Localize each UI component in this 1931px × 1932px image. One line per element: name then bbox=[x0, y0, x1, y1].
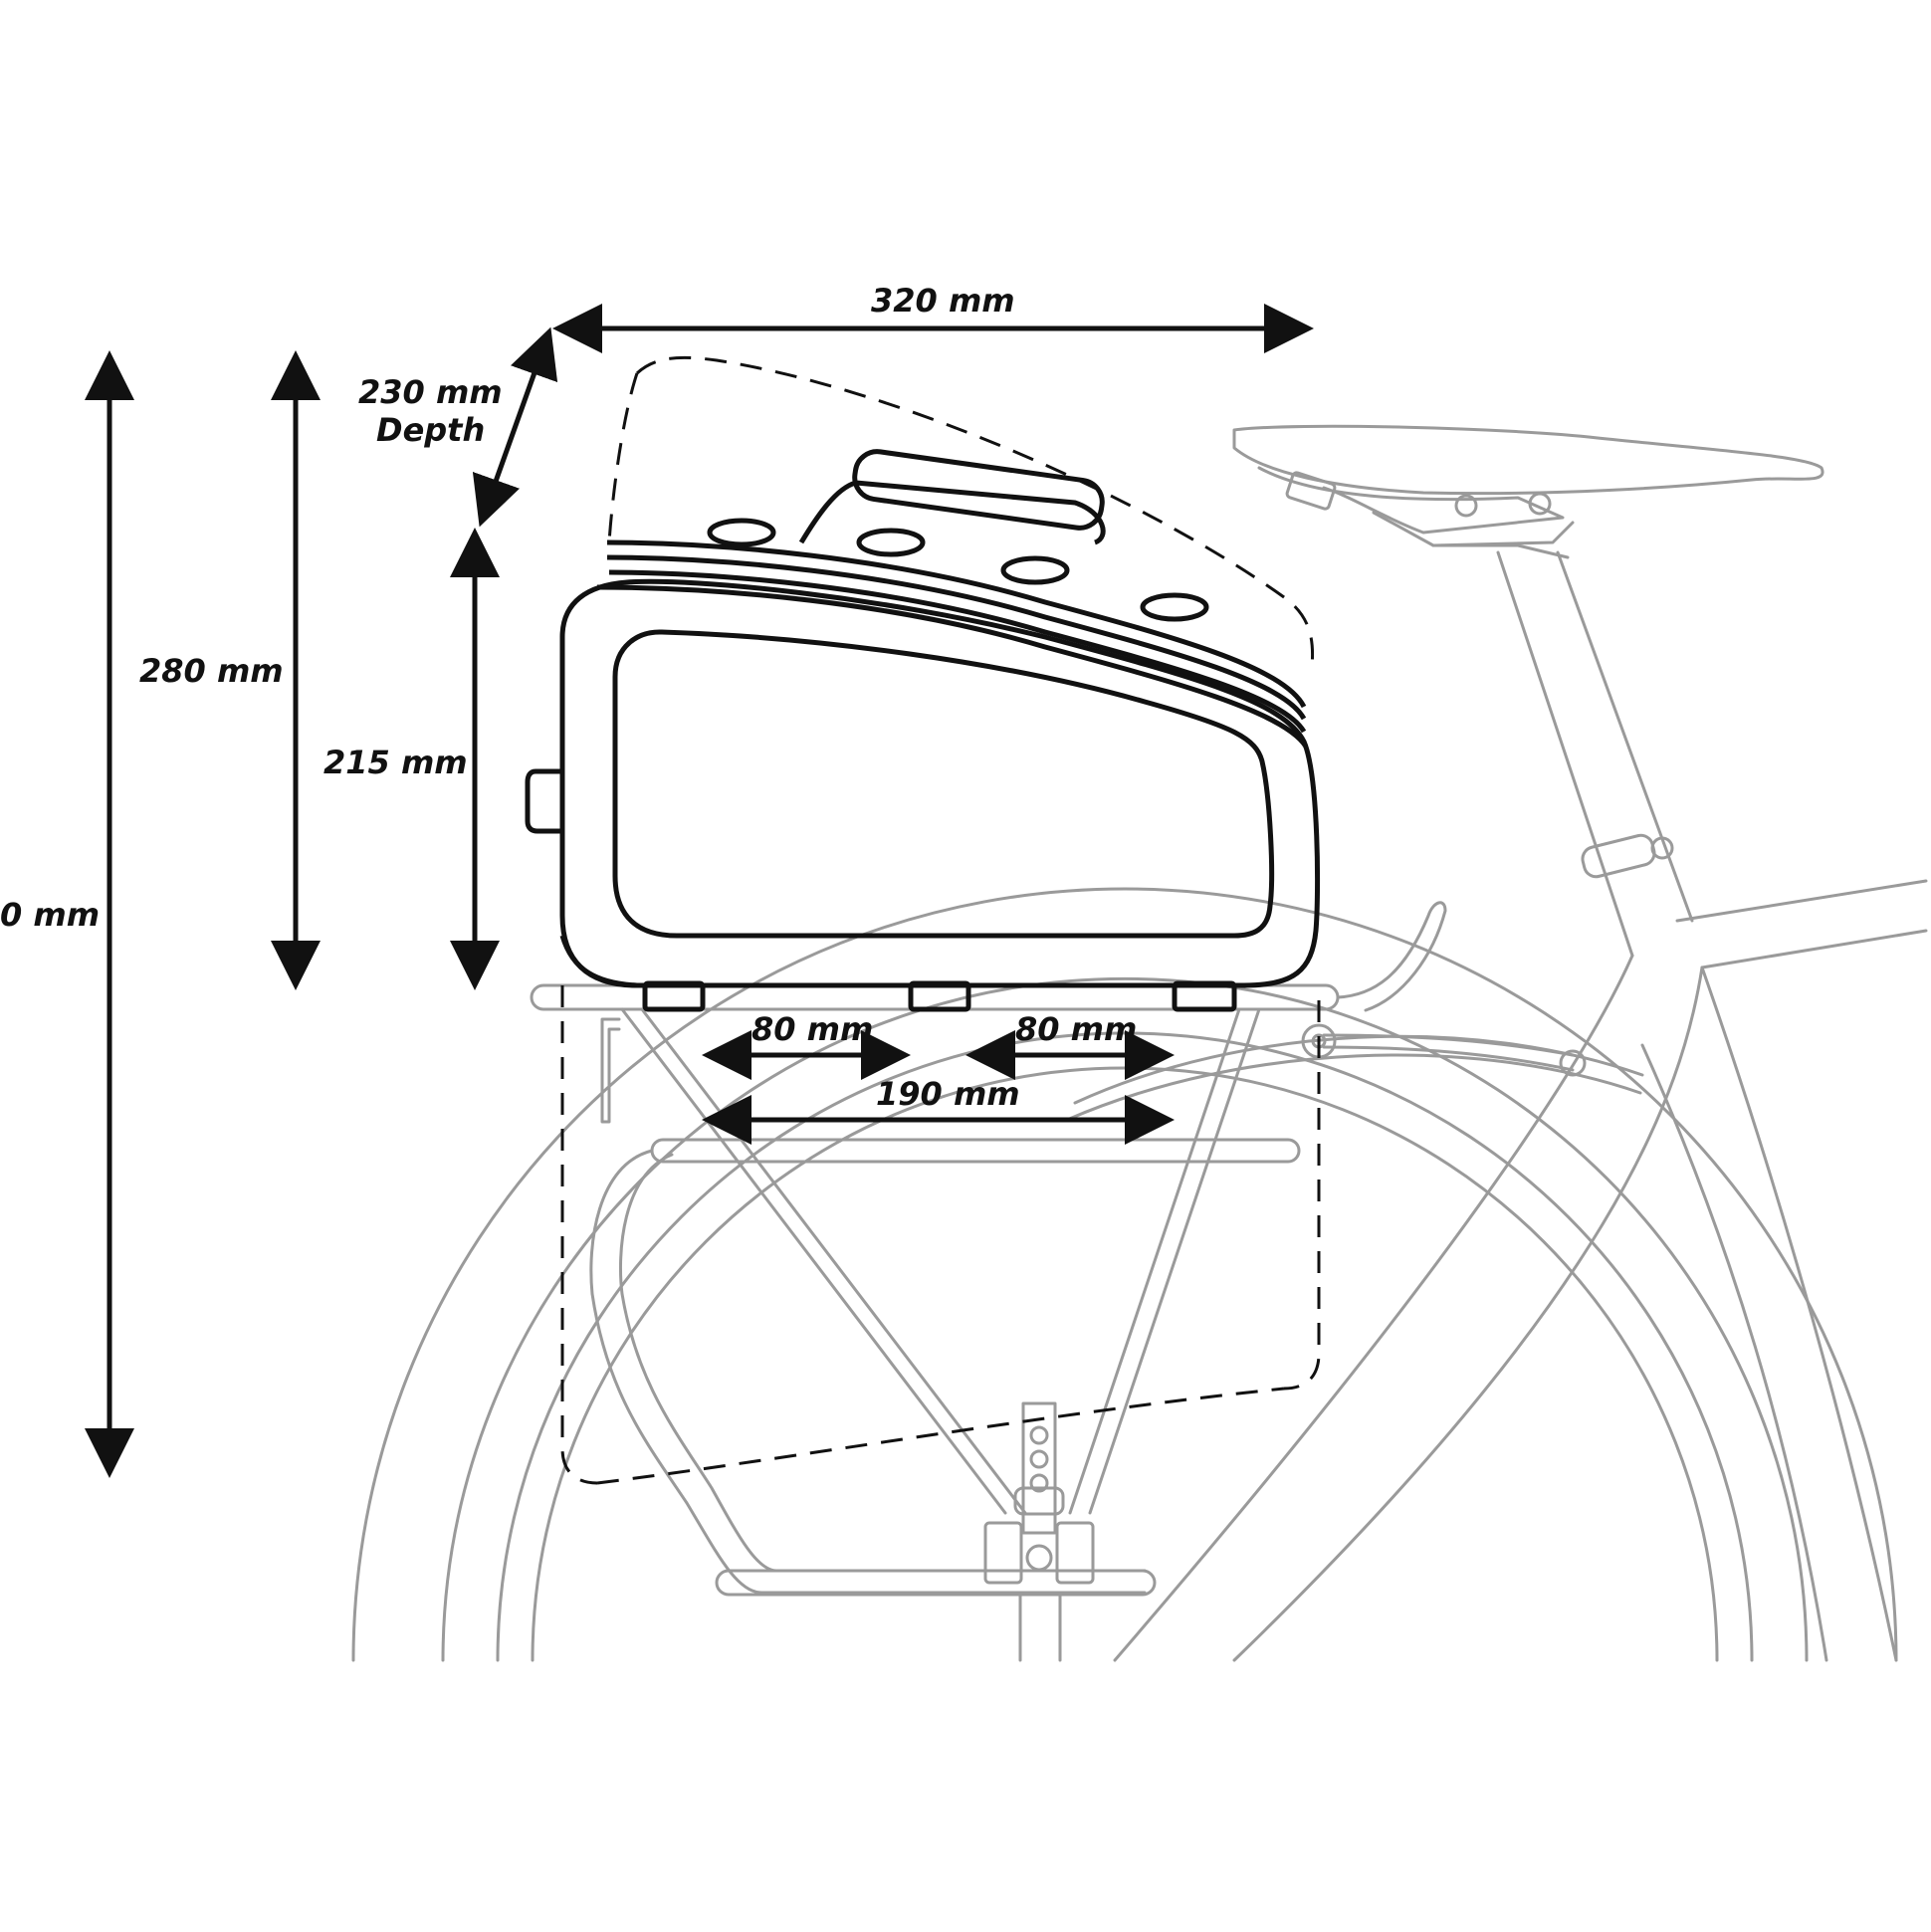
bag-side-panel bbox=[612, 629, 1275, 939]
bag-handle-grip bbox=[852, 449, 1105, 531]
top-tube-lower bbox=[1700, 929, 1928, 969]
rack-strut-left-2 bbox=[640, 1007, 1027, 1515]
rear-fender-edge bbox=[1065, 1053, 1642, 1122]
chain-stay bbox=[1700, 966, 1898, 1662]
seat-stay-lower bbox=[1232, 966, 1704, 1662]
bag-body bbox=[559, 578, 1321, 988]
rack-strut-right-2 bbox=[1088, 1007, 1261, 1515]
rack-legs bbox=[1018, 1591, 1062, 1662]
rack-mount-bolt-stay bbox=[1559, 1049, 1587, 1077]
bag-lid-4 bbox=[596, 584, 1309, 749]
rack-front-hook bbox=[1336, 901, 1447, 1012]
expanded-top-dashed bbox=[635, 355, 1315, 668]
saddle-rail bbox=[1372, 511, 1575, 547]
expanded-outline bbox=[560, 355, 1321, 1485]
bag-lid-2 bbox=[606, 554, 1307, 721]
rear-tire-outer bbox=[351, 887, 1898, 1662]
rack-clamp-bolt bbox=[1025, 1544, 1053, 1572]
rack-mount-plate bbox=[1021, 1401, 1057, 1535]
rack-mount-hole-2 bbox=[1029, 1449, 1049, 1469]
bicycle-illustration bbox=[351, 424, 1928, 1662]
bag-bottom-line bbox=[559, 935, 638, 988]
seat-stay-upper bbox=[1113, 954, 1634, 1662]
rack-front-strut-2 bbox=[1322, 1045, 1575, 1072]
saddle-bolt-2 bbox=[1528, 492, 1552, 516]
saddle-base bbox=[1257, 466, 1565, 535]
rear-tire-inner bbox=[441, 976, 1809, 1662]
mount-right-label: 80 mm bbox=[1015, 1010, 1137, 1048]
rack-rear-hook bbox=[600, 1017, 621, 1124]
bag-cap-4 bbox=[1140, 592, 1209, 622]
rack-clamp-left bbox=[983, 1521, 1023, 1585]
bag-cap-1 bbox=[707, 518, 776, 547]
bag-cap-2 bbox=[856, 528, 926, 557]
expanded-left-dashed bbox=[607, 372, 639, 543]
rack-bottom-bar bbox=[715, 1569, 1157, 1597]
depth-word-label: Depth bbox=[376, 411, 485, 449]
rack-front-strut bbox=[1322, 1033, 1575, 1057]
expanded-bottom bbox=[596, 1387, 1285, 1485]
bag-side-clip bbox=[525, 768, 563, 834]
bag-lid-3 bbox=[608, 569, 1307, 734]
bag-foot-3 bbox=[1172, 980, 1237, 1012]
depth-arrow bbox=[472, 326, 558, 528]
bag-lid-1 bbox=[606, 539, 1307, 709]
saddle-bolt-1 bbox=[1454, 494, 1478, 518]
saddle bbox=[1232, 424, 1824, 496]
top-tube bbox=[1675, 879, 1928, 923]
mount-span-label: 190 mm bbox=[876, 1075, 1020, 1113]
expanded-right-lower bbox=[1283, 1000, 1321, 1391]
expanded-left-lower bbox=[560, 985, 598, 1485]
dimension-labels: 0 mm 280 mm 215 mm 230 mm Depth 320 mm 8… bbox=[0, 282, 1137, 1113]
bag-foot-2 bbox=[908, 980, 971, 1012]
dimension-arrows bbox=[85, 304, 1314, 1478]
seat-clamp bbox=[1581, 833, 1656, 879]
seat-tube bbox=[1496, 550, 1634, 958]
saddle-clip bbox=[1285, 471, 1337, 511]
rack-side-loop-inner bbox=[619, 1153, 1147, 1573]
seat-tube-back bbox=[1556, 550, 1694, 923]
rack-strut-right bbox=[1068, 1007, 1241, 1515]
mount-left-label: 80 mm bbox=[751, 1010, 873, 1048]
length-label: 320 mm bbox=[871, 282, 1015, 320]
depth-value-label: 230 mm bbox=[358, 373, 503, 411]
height-bag-label: 215 mm bbox=[323, 744, 468, 781]
rack-clamp-slot bbox=[1013, 1486, 1065, 1516]
total-height-label: 0 mm bbox=[0, 896, 100, 934]
rack-strut-left bbox=[620, 1007, 1007, 1515]
bag-cap-3 bbox=[1000, 555, 1070, 585]
rack-clamp-right bbox=[1055, 1521, 1095, 1585]
seat-clamp-bolt bbox=[1650, 836, 1674, 860]
bag-foot-1 bbox=[642, 980, 706, 1012]
rack-mount-hole-3 bbox=[1029, 1473, 1049, 1493]
height-max-label: 280 mm bbox=[139, 652, 284, 690]
trunk-bag bbox=[525, 449, 1321, 1012]
chain-stay-inner bbox=[1640, 1043, 1828, 1662]
rack-mount-hole-1 bbox=[1029, 1425, 1049, 1445]
rack-side-loop bbox=[589, 1149, 1147, 1595]
